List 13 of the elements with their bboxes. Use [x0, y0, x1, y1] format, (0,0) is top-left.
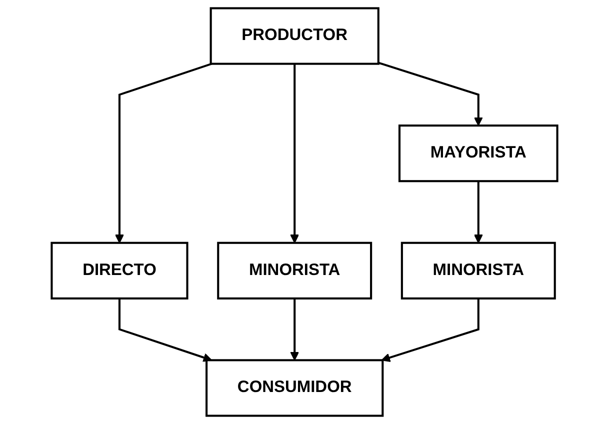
node-box: DIRECTO	[50, 242, 188, 300]
node-box: MINORISTA	[217, 242, 372, 300]
arrow	[290, 298, 300, 361]
arrow	[474, 181, 483, 244]
arrow	[114, 62, 212, 244]
arrow	[378, 62, 483, 126]
arrow	[118, 298, 212, 362]
node-box: CONSUMIDOR	[206, 359, 384, 417]
node-box: PRODUCTOR	[210, 7, 380, 65]
node-box: MAYORISTA	[398, 124, 558, 182]
arrow	[381, 298, 480, 362]
node-box: MINORISTA	[400, 242, 556, 300]
arrow	[290, 64, 300, 244]
